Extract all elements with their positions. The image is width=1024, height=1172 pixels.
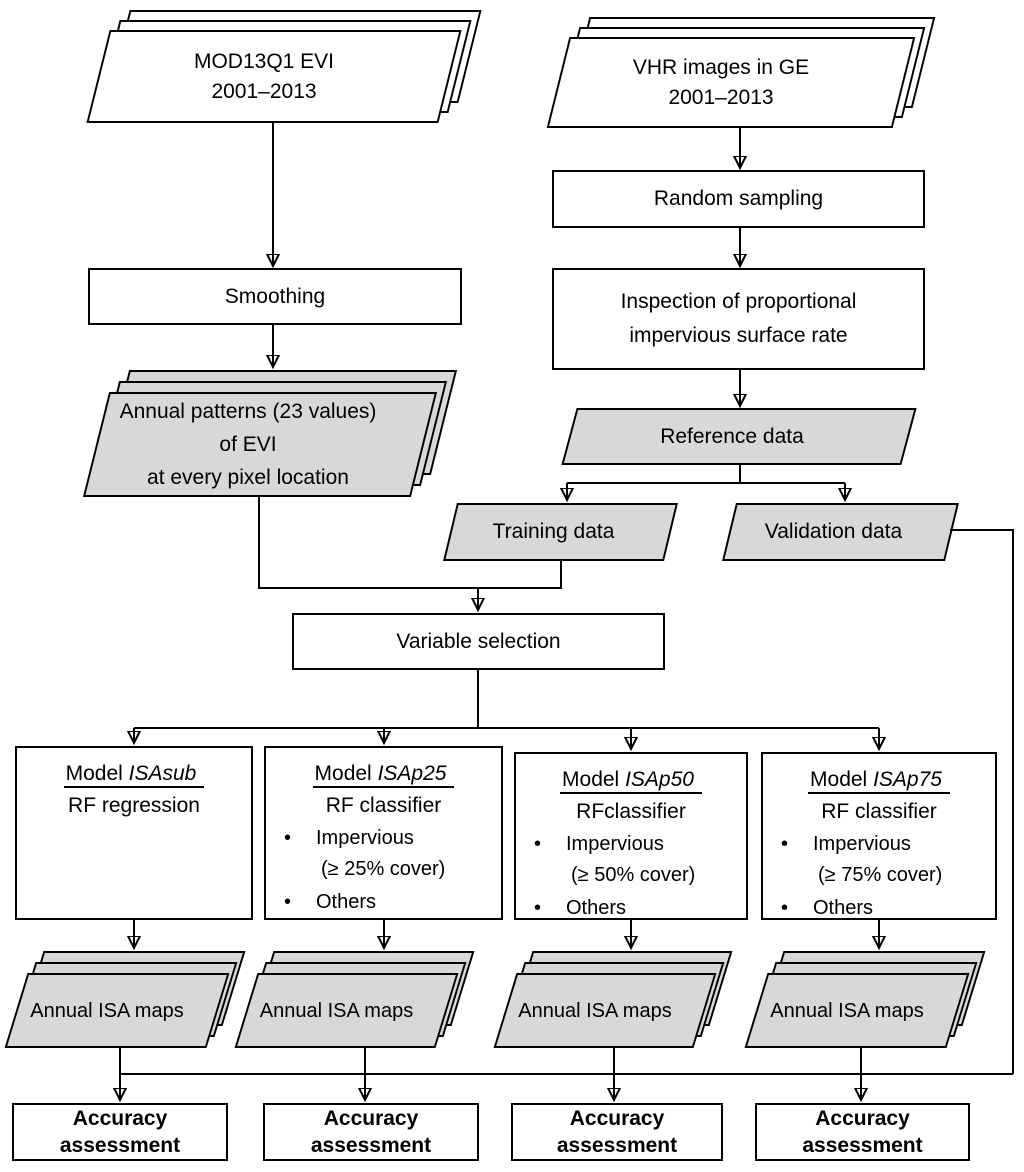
node-model-isasub: Model ISAsub RF regression [15, 746, 253, 920]
model-title: Model ISAp25 [312, 758, 455, 790]
inspection-line1: Inspection of proportional [620, 290, 857, 313]
node-accuracy-assessment-1: Accuracy assessment [12, 1103, 228, 1161]
accuracy-line2: assessment [310, 1134, 432, 1157]
parallelogram [443, 503, 678, 561]
model-bullet2: Others [316, 891, 377, 913]
bullet-glyph: • [284, 891, 292, 913]
model-title-name: ISAp75 [873, 768, 942, 791]
node-model-isap75: Model ISAp75 RF classifier • Impervious (… [761, 752, 997, 920]
stack-layer-front [86, 30, 462, 123]
node-accuracy-assessment-3: Accuracy assessment [511, 1103, 723, 1161]
model-title: Model ISAsub [63, 758, 205, 790]
model-title: Model ISAp50 [560, 764, 702, 796]
parallelogram [722, 503, 959, 561]
bullet-glyph: • [284, 827, 292, 849]
model-bullet1-sub: (≥ 75% cover) [818, 864, 943, 886]
random-sampling-label: Random sampling [653, 187, 824, 210]
model-bullet2: Others [813, 897, 874, 919]
stack-layer-front [234, 973, 459, 1048]
model-title: Model ISAp75 [808, 764, 950, 796]
line-variable-selection-split [134, 670, 879, 729]
node-random-sampling: Random sampling [552, 170, 925, 228]
model-bullet-row: • Others [763, 893, 995, 924]
accuracy-line2: assessment [802, 1134, 923, 1157]
accuracy-line1: Accuracy [72, 1107, 168, 1130]
model-bullet1-sub: (≥ 50% cover) [571, 864, 696, 886]
accuracy-line1: Accuracy [815, 1107, 910, 1130]
model-bullet-row: • Impervious [763, 829, 995, 860]
model-method: RF regression [68, 794, 200, 817]
model-bullet-row: • Others [266, 887, 501, 918]
model-bullet-row: • Others [516, 893, 746, 924]
accuracy-line2: assessment [59, 1134, 181, 1157]
node-model-isap25: Model ISAp25 RF classifier • Impervious (… [264, 746, 503, 920]
inspection-line2: impervious surface rate [629, 324, 848, 347]
stack-layer-front [493, 973, 717, 1048]
stack-layer-front [546, 37, 916, 128]
node-smoothing: Smoothing [88, 268, 462, 325]
node-accuracy-assessment-2: Accuracy assessment [263, 1103, 479, 1161]
model-bullet1: Impervious [813, 833, 911, 855]
line-reference-split [567, 465, 845, 484]
smoothing-label: Smoothing [224, 284, 326, 308]
node-inspection: Inspection of proportional impervious su… [552, 268, 925, 370]
accuracy-line1: Accuracy [323, 1107, 419, 1130]
accuracy-line1: Accuracy [569, 1107, 665, 1130]
stack-layer-front [82, 392, 438, 497]
bullet-glyph: • [534, 897, 542, 919]
model-title-prefix: Model [65, 762, 129, 785]
node-accuracy-assessment-4: Accuracy assessment [755, 1103, 970, 1161]
node-model-isap50: Model ISAp50 RFclassifier • Impervious (≥… [514, 752, 748, 920]
stack-layer-front [4, 973, 230, 1048]
model-title-name: ISAp50 [625, 768, 694, 791]
model-title-prefix: Model [314, 762, 378, 785]
bullet-glyph: • [781, 833, 789, 855]
model-title-prefix: Model [810, 768, 874, 791]
model-method: RFclassifier [576, 800, 686, 823]
model-method: RF classifier [821, 800, 937, 823]
stack-layer-front [744, 973, 970, 1048]
node-variable-selection: Variable selection [292, 613, 665, 670]
model-title-name: ISAsub [128, 762, 197, 785]
accuracy-line2: assessment [556, 1134, 678, 1157]
bullet-glyph: • [534, 833, 542, 855]
model-bullet2: Others [566, 897, 627, 919]
model-method: RF classifier [325, 794, 442, 817]
bullet-glyph: • [781, 897, 789, 919]
model-title-prefix: Model [562, 768, 626, 791]
model-title-name: ISAp25 [377, 762, 447, 785]
model-bullet-row: • Impervious [266, 823, 501, 854]
model-bullet-row: • Impervious [516, 829, 746, 860]
variable-selection-label: Variable selection [396, 629, 561, 653]
parallelogram [561, 408, 917, 465]
model-bullet1: Impervious [566, 833, 664, 855]
model-bullet1-sub: (≥ 25% cover) [321, 858, 446, 880]
model-bullet1: Impervious [316, 827, 414, 849]
